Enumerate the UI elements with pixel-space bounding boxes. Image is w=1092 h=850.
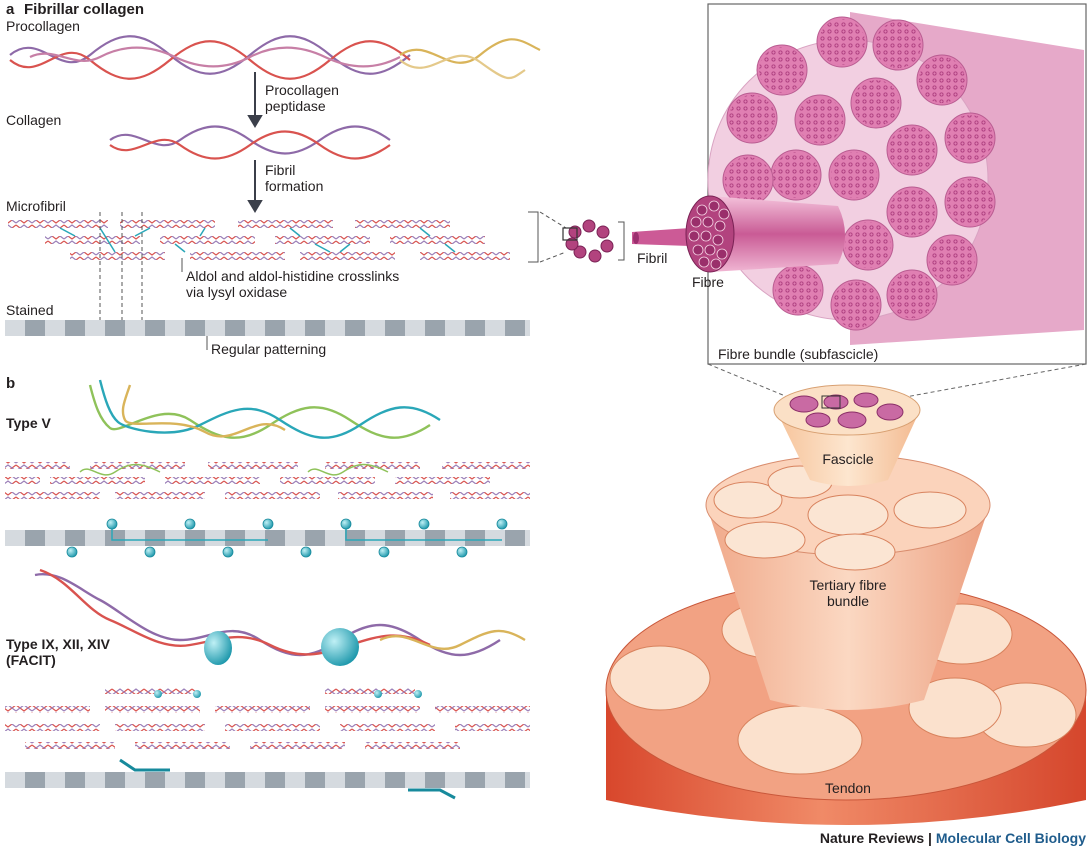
- collagen-triple-helix: [109, 125, 391, 160]
- enzyme-label-line1: Procollagen: [265, 82, 339, 98]
- fibre-bundle-label: Fibre bundle (subfascicle): [718, 346, 879, 362]
- journal-name: Molecular Cell Biology: [935, 830, 1086, 846]
- type-v-helix: [88, 379, 441, 439]
- microfibril-label: Microfibril: [6, 198, 66, 214]
- fibre-bundle-box: [707, 3, 1087, 365]
- type-v-label: Type V: [6, 415, 51, 431]
- fibre-label: Fibre: [692, 274, 724, 290]
- panel-a-letter: a: [6, 1, 15, 18]
- tendon-label: Tendon: [825, 780, 871, 796]
- tendon-hierarchy: [605, 384, 1087, 825]
- tertiary-label-line2: bundle: [826, 593, 870, 609]
- formation-label-line1: Fibril: [265, 162, 296, 178]
- crosslinks-label-line1: Aldol and aldol-histidine crosslinks: [186, 268, 400, 284]
- stained-label: Stained: [6, 302, 54, 318]
- procollagen-label: Procollagen: [6, 18, 80, 34]
- journal-credit: Nature Reviews | Molecular Cell Biology: [820, 830, 1086, 846]
- zoom-guides: [707, 363, 1087, 399]
- facit-stained-band: [5, 758, 530, 800]
- process-arrows: [247, 72, 263, 213]
- credit-separator: |: [928, 830, 932, 846]
- stained-band: [5, 320, 530, 350]
- fibril-cross-section: [562, 219, 625, 263]
- crosslinks-label-line2: via lysyl oxidase: [186, 284, 288, 300]
- facit-label-line2: (FACIT): [6, 652, 56, 668]
- fibril-bundle-drawing: [632, 228, 690, 246]
- panel-a-title: Fibrillar collagen: [24, 1, 145, 18]
- facit-fibril-array: [5, 688, 530, 749]
- procollagen-triple-helix: [9, 35, 541, 80]
- type-v-stained-band: [5, 518, 530, 558]
- patterning-label: Regular patterning: [211, 341, 327, 357]
- fibril-label: Fibril: [637, 250, 668, 266]
- microfibril-bracket: [528, 211, 567, 263]
- formation-label-line2: formation: [265, 178, 324, 194]
- facit-helix: [34, 568, 526, 666]
- tertiary-label-line1: Tertiary fibre: [809, 577, 887, 593]
- fascicle-label: Fascicle: [822, 451, 874, 467]
- facit-label-line1: Type IX, XII, XIV: [6, 636, 110, 652]
- collagen-label: Collagen: [6, 112, 62, 128]
- fibre-drawing: [685, 195, 845, 273]
- enzyme-label-line2: peptidase: [265, 98, 326, 114]
- panel-b-letter: b: [6, 375, 16, 392]
- microfibril-array: [8, 212, 510, 335]
- type-v-fibril-array: [5, 462, 530, 499]
- publisher-name: Nature Reviews: [819, 830, 925, 846]
